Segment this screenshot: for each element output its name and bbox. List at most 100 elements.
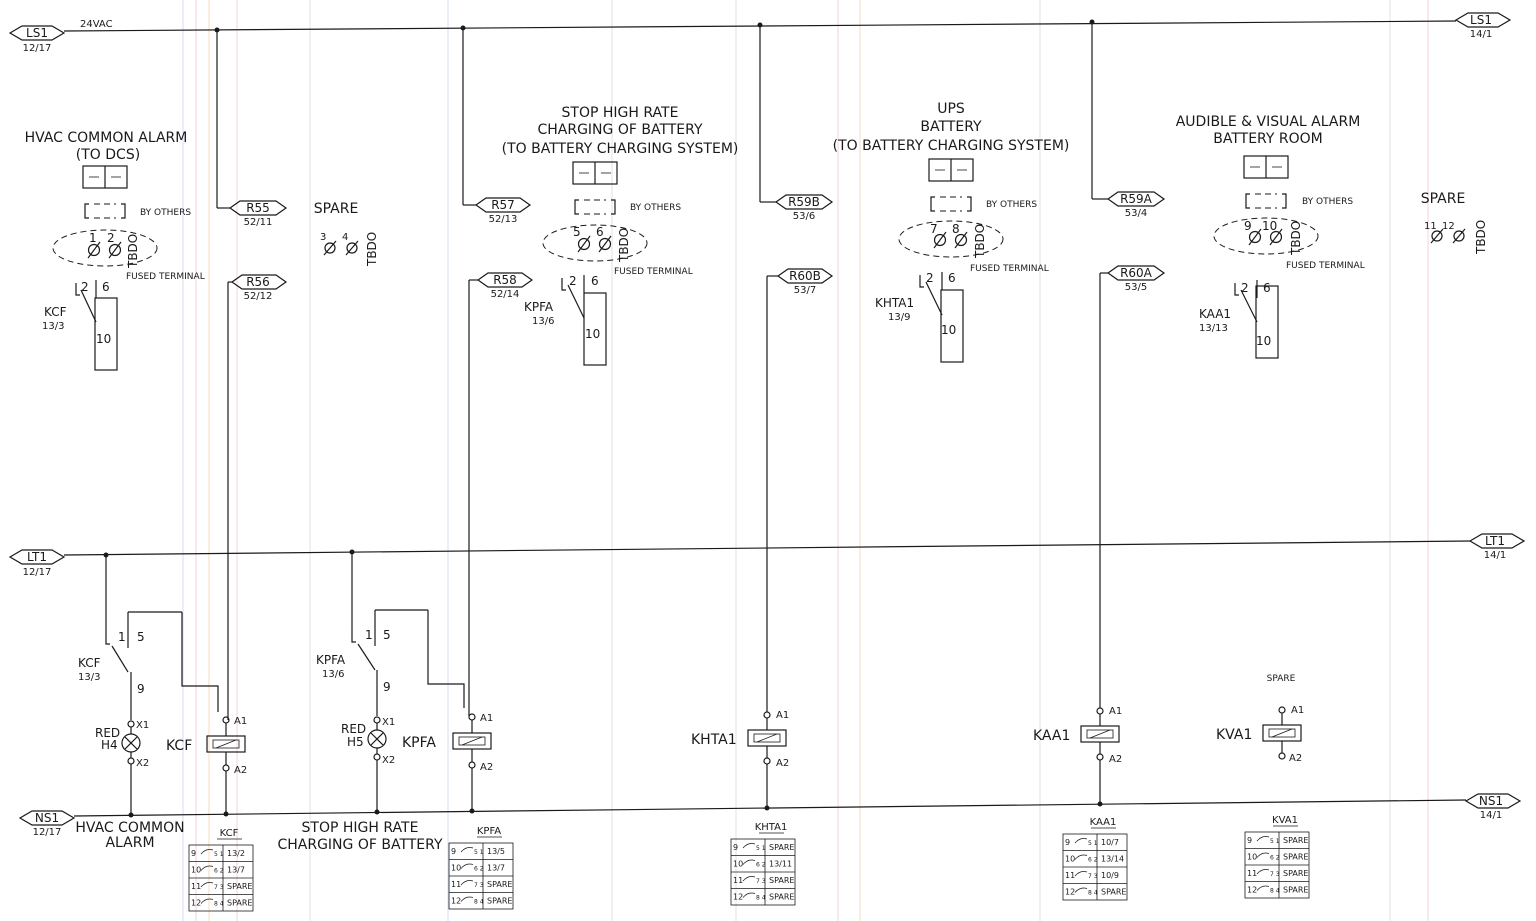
contact-ref: 13/7: [227, 866, 245, 875]
contact-symbol-icon: [200, 849, 214, 855]
contact-subpins: 5 1: [214, 851, 224, 858]
contact-pin: 9: [383, 680, 391, 694]
relay-coil-icon: [747, 711, 787, 808]
contact-number: 10: [451, 864, 461, 873]
contact-pin: 5: [383, 628, 391, 642]
contact-ref: 13/5: [487, 847, 505, 856]
wire-ref-id: R56: [246, 275, 270, 289]
contact-pin: 10: [585, 327, 600, 341]
feeder-wires: [214, 19, 1108, 720]
contact-subpins: 7 3: [756, 878, 766, 885]
coil-pin: A1: [480, 713, 493, 724]
relay-ref: 13/9: [888, 312, 910, 323]
contact-tag: KPFA: [316, 653, 346, 667]
wire-ref-sheet: 53/6: [793, 211, 815, 222]
contact-icon: [75, 280, 118, 371]
contact-symbol-icon: [460, 847, 474, 853]
contact-ref: SPARE: [1283, 836, 1308, 845]
bus-tag-ns1-right: NS1 14/1: [1464, 793, 1522, 821]
contact-number: 11: [733, 876, 743, 885]
bus-tag-name: NS1: [1479, 794, 1503, 808]
fused-terminal-label: FUSED TERMINAL: [614, 267, 693, 277]
circuit-subtitle: BATTERY ROOM: [1213, 131, 1322, 147]
contact-ref: 13/11: [769, 860, 792, 869]
contact-ref: SPARE: [1283, 869, 1308, 878]
contact-number: 12: [451, 897, 461, 906]
circuit-title: CHARGING OF BATTERY: [537, 122, 703, 138]
circuit-spare-2: SPARE 11 12 TBDO: [1421, 191, 1488, 255]
lower-branch-kcf: 1 5 9 KCF 13/3 X1 X2 RED H4 A1 A2: [75, 552, 247, 851]
contact-pin: 6: [948, 271, 956, 285]
circuit-subtitle: (TO DCS): [76, 147, 140, 163]
circuit-subtitle: (TO BATTERY CHARGING SYSTEM): [833, 138, 1070, 154]
wire-ref-id: R59A: [1120, 192, 1153, 206]
contact-subpins: 5 1: [1088, 840, 1098, 847]
coil-pin: A1: [1109, 706, 1122, 717]
contact-number: 11: [451, 880, 461, 889]
lamp-pin: X1: [136, 720, 149, 731]
contact-pin: 2: [569, 274, 577, 288]
terminal-number: 11: [1424, 221, 1437, 232]
contact-ref: 10/9: [1101, 871, 1119, 880]
bus-tag-ns1-left: NS1 12/17: [18, 810, 76, 838]
fused-terminal-icon: [1430, 228, 1466, 244]
contact-symbol-icon: [460, 880, 474, 886]
lower-branch-kva1: SPARE A1 A2 KVA1: [1216, 674, 1304, 764]
contact-ref: SPARE: [227, 899, 252, 908]
circuit-title: AUDIBLE & VISUAL ALARM: [1176, 114, 1361, 130]
circuit-title: STOP HIGH RATE: [562, 105, 679, 121]
scan-stripes: [182, 0, 1429, 921]
contact-number: 9: [451, 847, 456, 856]
contact-ref: SPARE: [1283, 886, 1308, 895]
contact-symbol-icon: [1074, 871, 1088, 877]
relay-coil-icon: [452, 713, 492, 811]
circuit-title: UPS: [937, 101, 965, 117]
contact-ref: SPARE: [1101, 888, 1126, 897]
contact-icon: [1234, 280, 1279, 359]
bus-tag-ref: 14/1: [1484, 550, 1506, 561]
contact-ref: 13/7: [487, 864, 505, 873]
circuit-title: HVAC COMMON ALARM: [25, 130, 188, 146]
circuit-subtitle: (TO BATTERY CHARGING SYSTEM): [502, 141, 739, 157]
relay-coil-icon: [206, 716, 246, 814]
contact-number: 10: [191, 866, 201, 875]
contact-icon: [919, 272, 964, 363]
contact-ref: 13/3: [78, 672, 100, 683]
relay-tag: KHTA1: [875, 296, 914, 310]
contact-tag: KCF: [78, 656, 101, 670]
wire-ref-r58: R58 52/14: [469, 272, 534, 300]
bus-tag-ref: 12/17: [23, 43, 52, 54]
circuit-ups-battery: UPS BATTERY (TO BATTERY CHARGING SYSTEM)…: [833, 101, 1070, 363]
by-others-label: BY OTHERS: [986, 200, 1037, 210]
circuit-title: BATTERY: [920, 119, 982, 135]
contact-number: 12: [733, 893, 743, 902]
contact-symbol-icon: [1256, 852, 1270, 858]
contact-subpins: 5 1: [1270, 838, 1280, 845]
coil-tag: KAA1: [1033, 728, 1070, 744]
wire-ref-id: R60B: [789, 269, 821, 283]
circuit-title: SPARE: [1421, 191, 1466, 207]
supply-voltage-label: 24VAC: [80, 19, 113, 30]
lamp-pin: X2: [382, 755, 395, 766]
bus-tag-lt1-right: LT1 14/1: [1468, 533, 1526, 561]
wire-ref-r57: R57 52/13: [474, 197, 532, 225]
tbdo-label: TBDO: [365, 232, 379, 267]
contact-pin: 10: [96, 332, 111, 346]
contact-icon: [561, 275, 607, 366]
wire-ref-sheet: 52/14: [491, 289, 520, 300]
wire-ref-sheet: 53/4: [1125, 208, 1147, 219]
contact-symbol-icon: [1074, 838, 1088, 844]
terminal-number: 9: [1244, 219, 1252, 233]
